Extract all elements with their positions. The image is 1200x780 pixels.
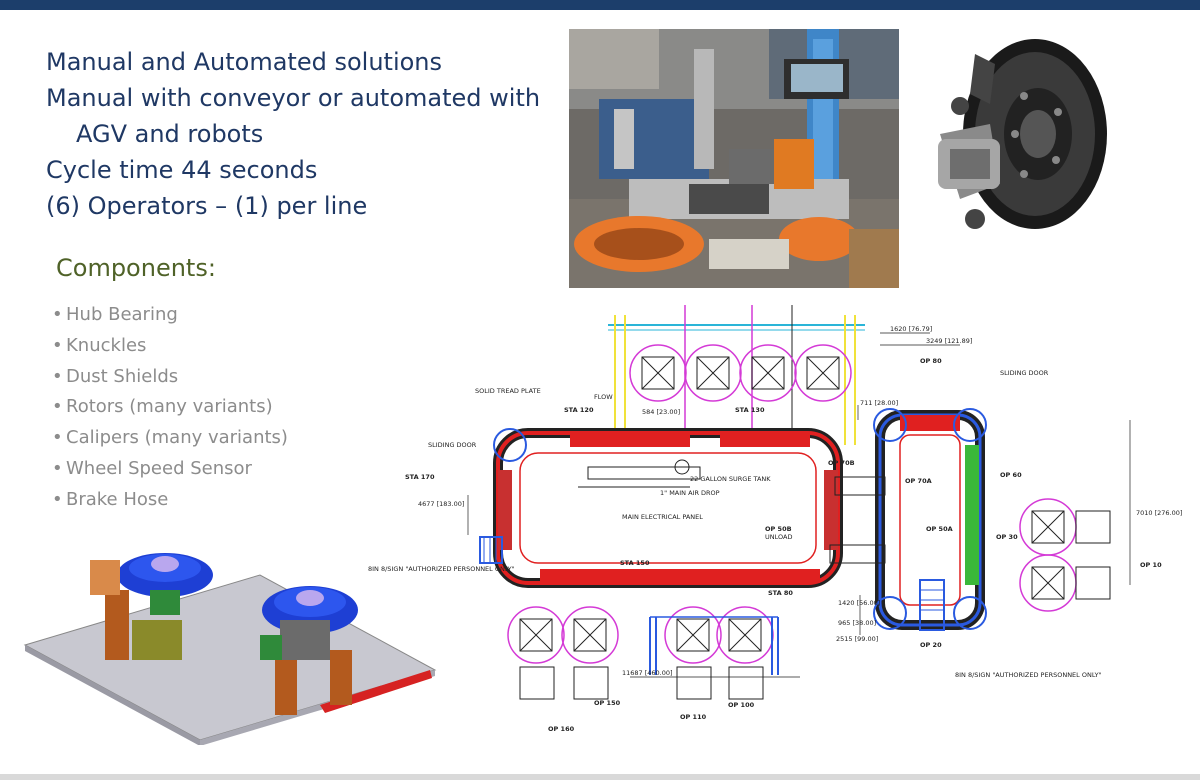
component-item: •Calipers (many variants) <box>52 423 288 454</box>
main-points-list: Manual and Automated solutions Manual wi… <box>46 44 540 224</box>
label-surge-tank: 22 GALLON SURGE TANK <box>690 475 771 483</box>
label-sta130: STA 130 <box>735 406 765 414</box>
bullet-icon: • <box>52 365 63 387</box>
label-dim-4: 584 [23.00] <box>642 408 680 416</box>
label-op10: OP 10 <box>1140 561 1162 569</box>
label-dim-1: 1620 [76.79] <box>890 325 932 333</box>
label-op110: OP 110 <box>680 713 707 721</box>
component-item: •Brake Hose <box>52 485 288 516</box>
point-cycle-time: Cycle time 44 seconds <box>46 156 318 184</box>
label-op50b: OP 50B <box>765 525 792 533</box>
label-op70a: OP 70A <box>905 477 932 485</box>
label-op30: OP 30 <box>996 533 1018 541</box>
label-sta150: STA 150 <box>620 559 650 567</box>
label-dim-3: 711 [28.00] <box>860 399 898 407</box>
label-sta120: STA 120 <box>564 406 594 414</box>
title-bar <box>0 0 1200 10</box>
bullet-icon: • <box>52 488 63 510</box>
label-sign-left: 8IN 8/SIGN "AUTHORIZED PERSONNEL ONLY" <box>368 565 515 573</box>
label-dim-6: 7010 [276.00] <box>1136 509 1182 517</box>
bullet-icon: • <box>52 457 63 479</box>
label-electrical-panel: MAIN ELECTRICAL PANEL <box>622 513 703 521</box>
label-op100: OP 100 <box>728 701 755 709</box>
brake-rotor-render <box>938 39 1107 229</box>
components-list: •Hub Bearing •Knuckles •Dust Shields •Ro… <box>52 300 288 516</box>
components-heading: Components: <box>56 254 216 282</box>
label-solid-tread: SOLID TREAD PLATE <box>475 387 541 395</box>
component-item: •Dust Shields <box>52 362 288 393</box>
bullet-icon: • <box>52 334 63 356</box>
label-dim-7: 11687 [460.00] <box>622 669 673 677</box>
component-item: •Hub Bearing <box>52 300 288 331</box>
label-air-drop: 1" MAIN AIR DROP <box>660 489 720 497</box>
label-sign-right: 8IN 8/SIGN "AUTHORIZED PERSONNEL ONLY" <box>955 671 1102 679</box>
point-manual-automated: Manual and Automated solutions <box>46 48 443 76</box>
label-op20: OP 20 <box>920 641 942 649</box>
label-op50a: OP 50A <box>926 525 953 533</box>
component-item: •Rotors (many variants) <box>52 392 288 423</box>
label-dim-9: 965 [38.00] <box>838 619 876 627</box>
label-op80: OP 80 <box>920 357 942 365</box>
point-conveyor-continued: AGV and robots <box>76 120 264 148</box>
bullet-icon: • <box>52 427 63 449</box>
label-dim-2: 3249 [121.89] <box>926 337 972 345</box>
label-op150: OP 150 <box>594 699 621 707</box>
footer-line <box>0 774 1200 780</box>
component-item: •Knuckles <box>52 331 288 362</box>
bullet-icon: • <box>52 304 63 325</box>
label-sliding-door-left: SLIDING DOOR <box>428 441 477 449</box>
label-flow: FLOW <box>594 393 613 401</box>
label-dim-5: 4677 [183.00] <box>418 500 464 508</box>
label-op160: OP 160 <box>548 725 575 733</box>
assembly-station-photo <box>569 29 899 288</box>
operator-zone-top <box>629 344 852 402</box>
label-sliding-door-right: SLIDING DOOR <box>1000 369 1049 377</box>
label-dim-8: 1420 [56.00] <box>838 599 880 607</box>
bullet-icon: • <box>52 396 63 418</box>
label-dim-10: 2515 [99.00] <box>836 635 878 643</box>
fixture-render <box>23 553 437 745</box>
point-conveyor: Manual with conveyor or automated with <box>46 84 541 112</box>
label-op60: OP 60 <box>1000 471 1022 479</box>
label-sta80: STA 80 <box>768 589 793 597</box>
label-sta170: STA 170 <box>405 473 435 481</box>
point-operators: (6) Operators – (1) per line <box>46 192 368 220</box>
component-item: •Wheel Speed Sensor <box>52 454 288 485</box>
label-op70b: OP 70B <box>828 459 855 467</box>
floor-layout-diagram: STA 120 STA 130 STA 170 STA 150 STA 80 O… <box>368 305 1182 733</box>
label-unload: UNLOAD <box>765 533 792 541</box>
